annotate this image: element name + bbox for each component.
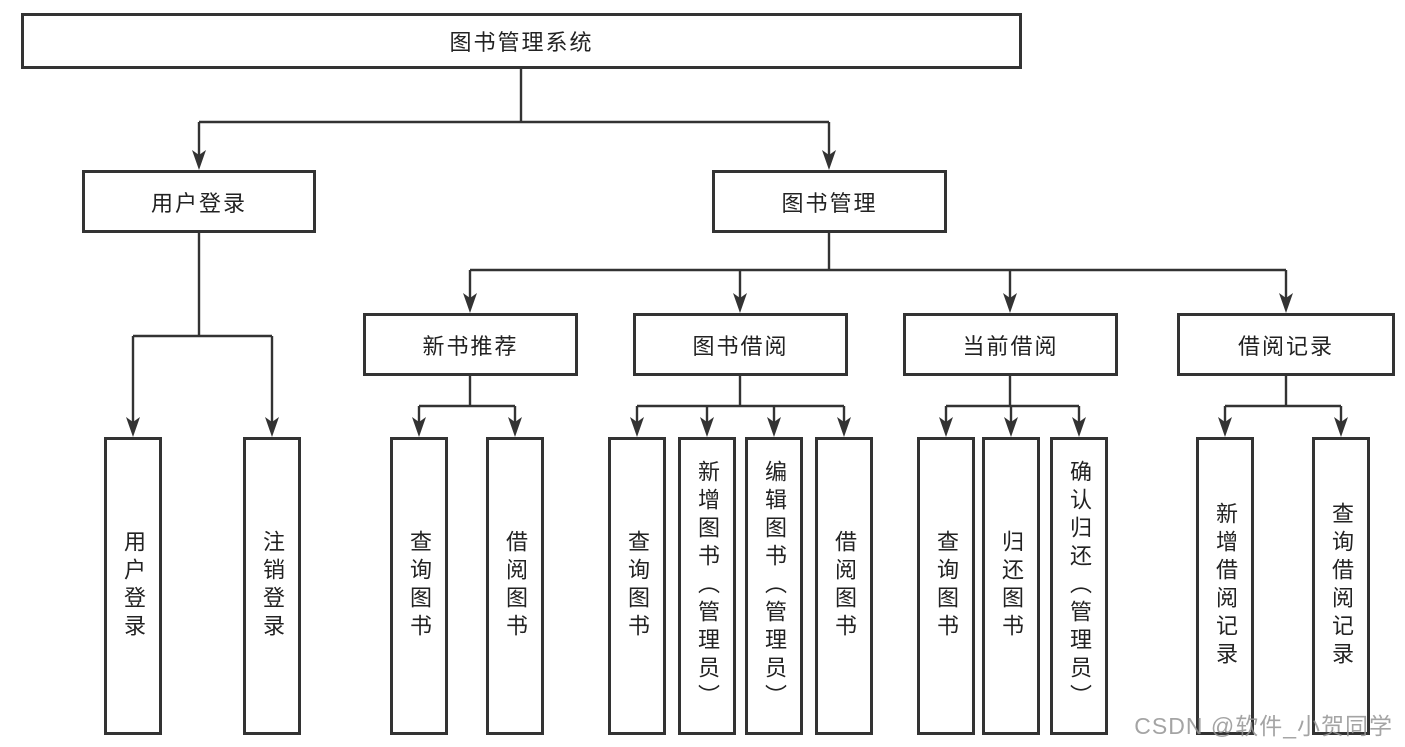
leaf-borrow-books-recommend: 借阅图书 (486, 437, 544, 735)
connector-new-book (412, 376, 522, 437)
arrow-down-icon (700, 417, 714, 437)
leaf-logout: 注销登录 (243, 437, 301, 735)
leaf-query-books-current: 查询图书 (917, 437, 975, 735)
arrow-down-icon (1218, 417, 1232, 437)
node-label: 图书管理系统 (449, 30, 594, 55)
connector-root (192, 69, 836, 170)
leaf-query-books-recommend: 查询图书 (390, 437, 448, 735)
node-label: 查询图书 (934, 530, 959, 642)
node-label: 新书推荐 (422, 333, 519, 359)
node-label: 查询图书 (407, 530, 432, 642)
node-label: 新增图书（管理员） (695, 460, 720, 712)
arrow-down-icon (822, 150, 836, 170)
leaf-add-books-admin: 新增图书（管理员） (678, 437, 736, 735)
arrow-down-icon (939, 417, 953, 437)
node-user-login: 用户登录 (82, 170, 316, 233)
node-new-book-recommend: 新书推荐 (363, 313, 578, 376)
arrow-down-icon (1072, 417, 1086, 437)
node-label: 注销登录 (260, 530, 285, 642)
node-label: 图书借阅 (692, 333, 789, 359)
arrow-down-icon (630, 417, 644, 437)
arrow-down-icon (463, 293, 477, 313)
node-label: 借阅图书 (503, 530, 528, 642)
arrow-down-icon (412, 417, 426, 437)
leaf-borrow-books: 借阅图书 (815, 437, 873, 735)
csdn-watermark: CSDN @软件_小贺同学 (1134, 713, 1393, 739)
arrow-down-icon (192, 150, 206, 170)
node-label: 借阅记录 (1237, 333, 1334, 359)
leaf-return-books: 归还图书 (982, 437, 1040, 735)
leaf-confirm-return-admin: 确认归还（管理员） (1050, 437, 1108, 735)
node-label: 借阅图书 (832, 530, 857, 642)
leaf-query-books-borrowing: 查询图书 (608, 437, 666, 735)
node-label: 用户登录 (121, 530, 146, 642)
arrow-down-icon (837, 417, 851, 437)
leaf-query-borrow-record: 查询借阅记录 (1312, 437, 1370, 735)
arrow-down-icon (1004, 417, 1018, 437)
node-current-borrowing: 当前借阅 (903, 313, 1118, 376)
arrow-down-icon (1279, 293, 1293, 313)
node-library-system: 图书管理系统 (21, 13, 1022, 69)
node-label: 当前借阅 (962, 333, 1059, 359)
node-label: 用户登录 (150, 190, 247, 216)
node-label: 确认归还（管理员） (1067, 460, 1092, 712)
node-label: 查询图书 (625, 530, 650, 642)
connector-current (939, 376, 1086, 437)
node-book-borrowing: 图书借阅 (633, 313, 848, 376)
node-book-management: 图书管理 (712, 170, 947, 233)
connector-borrowing (630, 376, 851, 437)
connector-records (1218, 376, 1348, 437)
connector-user-login (126, 233, 279, 437)
leaf-add-borrow-record: 新增借阅记录 (1196, 437, 1254, 735)
arrow-down-icon (1334, 417, 1348, 437)
connector-book-management (463, 233, 1293, 313)
arrow-down-icon (1003, 293, 1017, 313)
arrow-down-icon (265, 417, 279, 437)
node-label: 编辑图书（管理员） (762, 460, 787, 712)
leaf-user-login: 用户登录 (104, 437, 162, 735)
node-borrow-records: 借阅记录 (1177, 313, 1395, 376)
arrow-down-icon (508, 417, 522, 437)
leaf-edit-books-admin: 编辑图书（管理员） (745, 437, 803, 735)
node-label: 查询借阅记录 (1329, 502, 1354, 670)
node-label: 新增借阅记录 (1213, 502, 1238, 670)
arrow-down-icon (767, 417, 781, 437)
node-label: 归还图书 (999, 530, 1024, 642)
node-label: 图书管理 (781, 190, 878, 216)
arrow-down-icon (733, 293, 747, 313)
arrow-down-icon (126, 417, 140, 437)
